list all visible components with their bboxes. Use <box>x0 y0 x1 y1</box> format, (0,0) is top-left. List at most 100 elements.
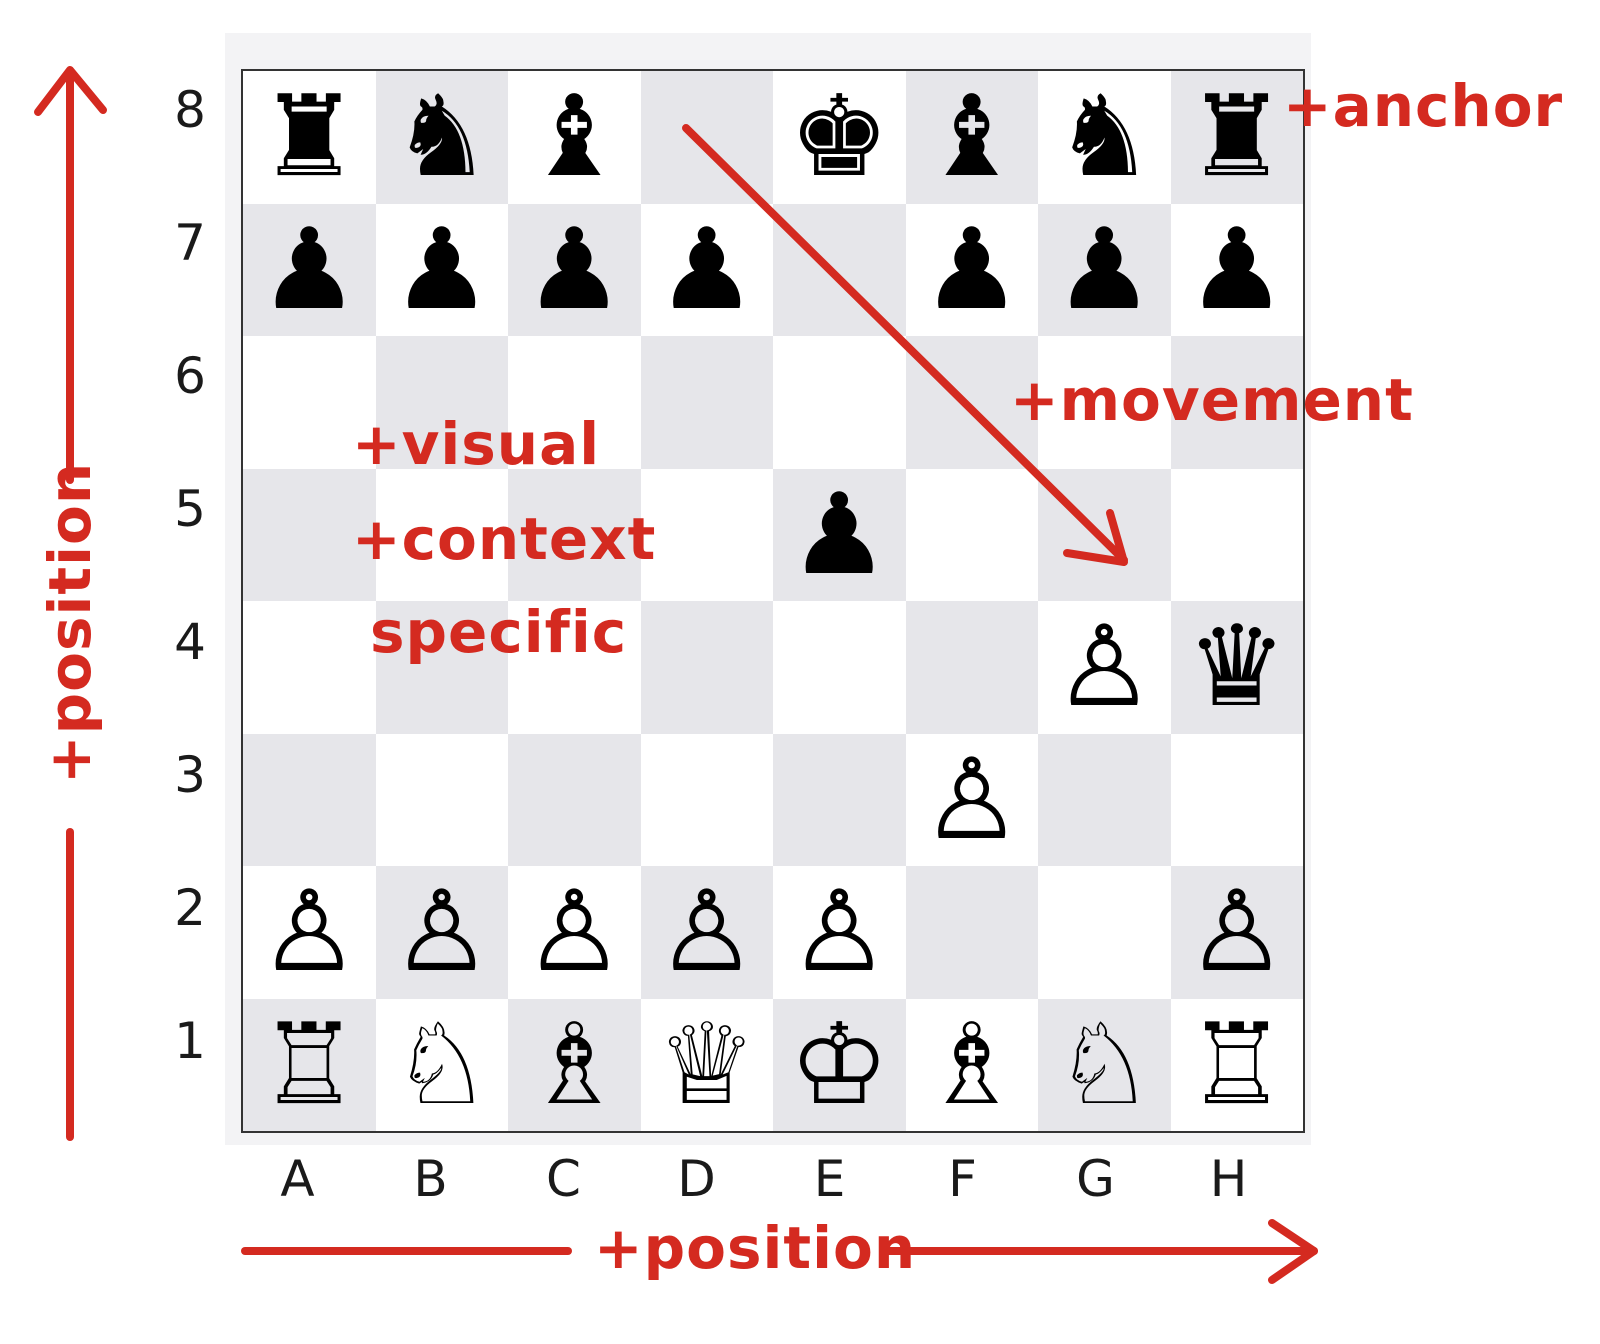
movement-label: +movement <box>1010 366 1414 434</box>
piece-h1: ♖ <box>1186 999 1287 1130</box>
square-c6 <box>508 336 641 469</box>
specific-label: specific <box>370 598 628 666</box>
file-label-g: G <box>1076 1150 1115 1208</box>
square-f7: ♟ <box>905 203 1038 336</box>
square-g5 <box>1038 468 1171 601</box>
rank-label-3: 3 <box>174 746 206 804</box>
square-g2 <box>1038 866 1171 999</box>
piece-c8: ♝ <box>524 72 625 203</box>
square-g8: ♞ <box>1038 71 1171 204</box>
square-d7: ♟ <box>640 203 773 336</box>
square-c1: ♗ <box>508 998 641 1131</box>
rank-label-1: 1 <box>174 1012 206 1070</box>
square-e8: ♚ <box>773 71 906 204</box>
square-c7: ♟ <box>508 203 641 336</box>
square-a7: ♟ <box>243 203 376 336</box>
chess-board: ♜♞♝♚♝♞♜♟♟♟♟♟♟♟♟♙♛♙♙♙♙♙♙♙♖♘♗♕♔♗♘♖ <box>241 69 1305 1133</box>
piece-h8: ♜ <box>1186 72 1287 203</box>
square-e5: ♟ <box>773 468 906 601</box>
square-e4 <box>773 601 906 734</box>
square-a1: ♖ <box>243 998 376 1131</box>
piece-b2: ♙ <box>391 867 492 998</box>
piece-b7: ♟ <box>391 204 492 335</box>
piece-c1: ♗ <box>524 999 625 1130</box>
context-label: +context <box>352 505 657 573</box>
square-h8: ♜ <box>1170 71 1303 204</box>
piece-c7: ♟ <box>524 204 625 335</box>
square-c3 <box>508 733 641 866</box>
square-d2: ♙ <box>640 866 773 999</box>
square-h5 <box>1170 468 1303 601</box>
square-e2: ♙ <box>773 866 906 999</box>
piece-a8: ♜ <box>259 72 360 203</box>
square-b1: ♘ <box>375 998 508 1131</box>
piece-f8: ♝ <box>921 72 1022 203</box>
piece-f1: ♗ <box>921 999 1022 1130</box>
piece-e5: ♟ <box>789 469 890 600</box>
file-label-c: C <box>546 1150 581 1208</box>
square-e6 <box>773 336 906 469</box>
square-e7 <box>773 203 906 336</box>
piece-h2: ♙ <box>1186 867 1287 998</box>
square-b2: ♙ <box>375 866 508 999</box>
piece-a7: ♟ <box>259 204 360 335</box>
visual-label: +visual <box>352 410 601 478</box>
file-label-a: A <box>280 1150 315 1208</box>
rank-label-8: 8 <box>174 81 206 139</box>
square-g6 <box>1038 336 1171 469</box>
piece-d2: ♙ <box>656 867 757 998</box>
square-f6 <box>905 336 1038 469</box>
piece-g8: ♞ <box>1054 72 1155 203</box>
piece-b8: ♞ <box>391 72 492 203</box>
square-a2: ♙ <box>243 866 376 999</box>
square-g4: ♙ <box>1038 601 1171 734</box>
piece-e2: ♙ <box>789 867 890 998</box>
square-c5 <box>508 468 641 601</box>
piece-g4: ♙ <box>1054 602 1155 733</box>
square-b7: ♟ <box>375 203 508 336</box>
square-h6 <box>1170 336 1303 469</box>
square-b8: ♞ <box>375 71 508 204</box>
square-d6 <box>640 336 773 469</box>
square-e1: ♔ <box>773 998 906 1131</box>
piece-g7: ♟ <box>1054 204 1155 335</box>
piece-d1: ♕ <box>656 999 757 1130</box>
rank-label-2: 2 <box>174 879 206 937</box>
piece-b1: ♘ <box>391 999 492 1130</box>
square-h4: ♛ <box>1170 601 1303 734</box>
square-f3: ♙ <box>905 733 1038 866</box>
square-h2: ♙ <box>1170 866 1303 999</box>
square-f5 <box>905 468 1038 601</box>
square-a3 <box>243 733 376 866</box>
rank-label-5: 5 <box>174 480 206 538</box>
square-a4 <box>243 601 376 734</box>
square-g3 <box>1038 733 1171 866</box>
square-b3 <box>375 733 508 866</box>
square-c4 <box>508 601 641 734</box>
file-label-d: D <box>677 1150 716 1208</box>
square-g1: ♘ <box>1038 998 1171 1131</box>
position-label-horizontal: +position <box>594 1214 917 1282</box>
anchor-label: +anchor <box>1283 72 1564 140</box>
piece-h7: ♟ <box>1186 204 1287 335</box>
square-a6 <box>243 336 376 469</box>
movement-arrow-line <box>682 124 1128 564</box>
piece-a1: ♖ <box>259 999 360 1130</box>
rank-label-4: 4 <box>174 613 206 671</box>
rank-label-7: 7 <box>174 214 206 272</box>
square-c2: ♙ <box>508 866 641 999</box>
piece-e1: ♔ <box>789 999 890 1130</box>
square-d8 <box>640 71 773 204</box>
square-d4 <box>640 601 773 734</box>
piece-e8: ♚ <box>789 72 890 203</box>
square-e3 <box>773 733 906 866</box>
square-f2 <box>905 866 1038 999</box>
square-g7: ♟ <box>1038 203 1171 336</box>
square-b4 <box>375 601 508 734</box>
square-b5 <box>375 468 508 601</box>
piece-f3: ♙ <box>921 734 1022 865</box>
square-h1: ♖ <box>1170 998 1303 1131</box>
file-label-b: B <box>413 1150 448 1208</box>
square-d1: ♕ <box>640 998 773 1131</box>
